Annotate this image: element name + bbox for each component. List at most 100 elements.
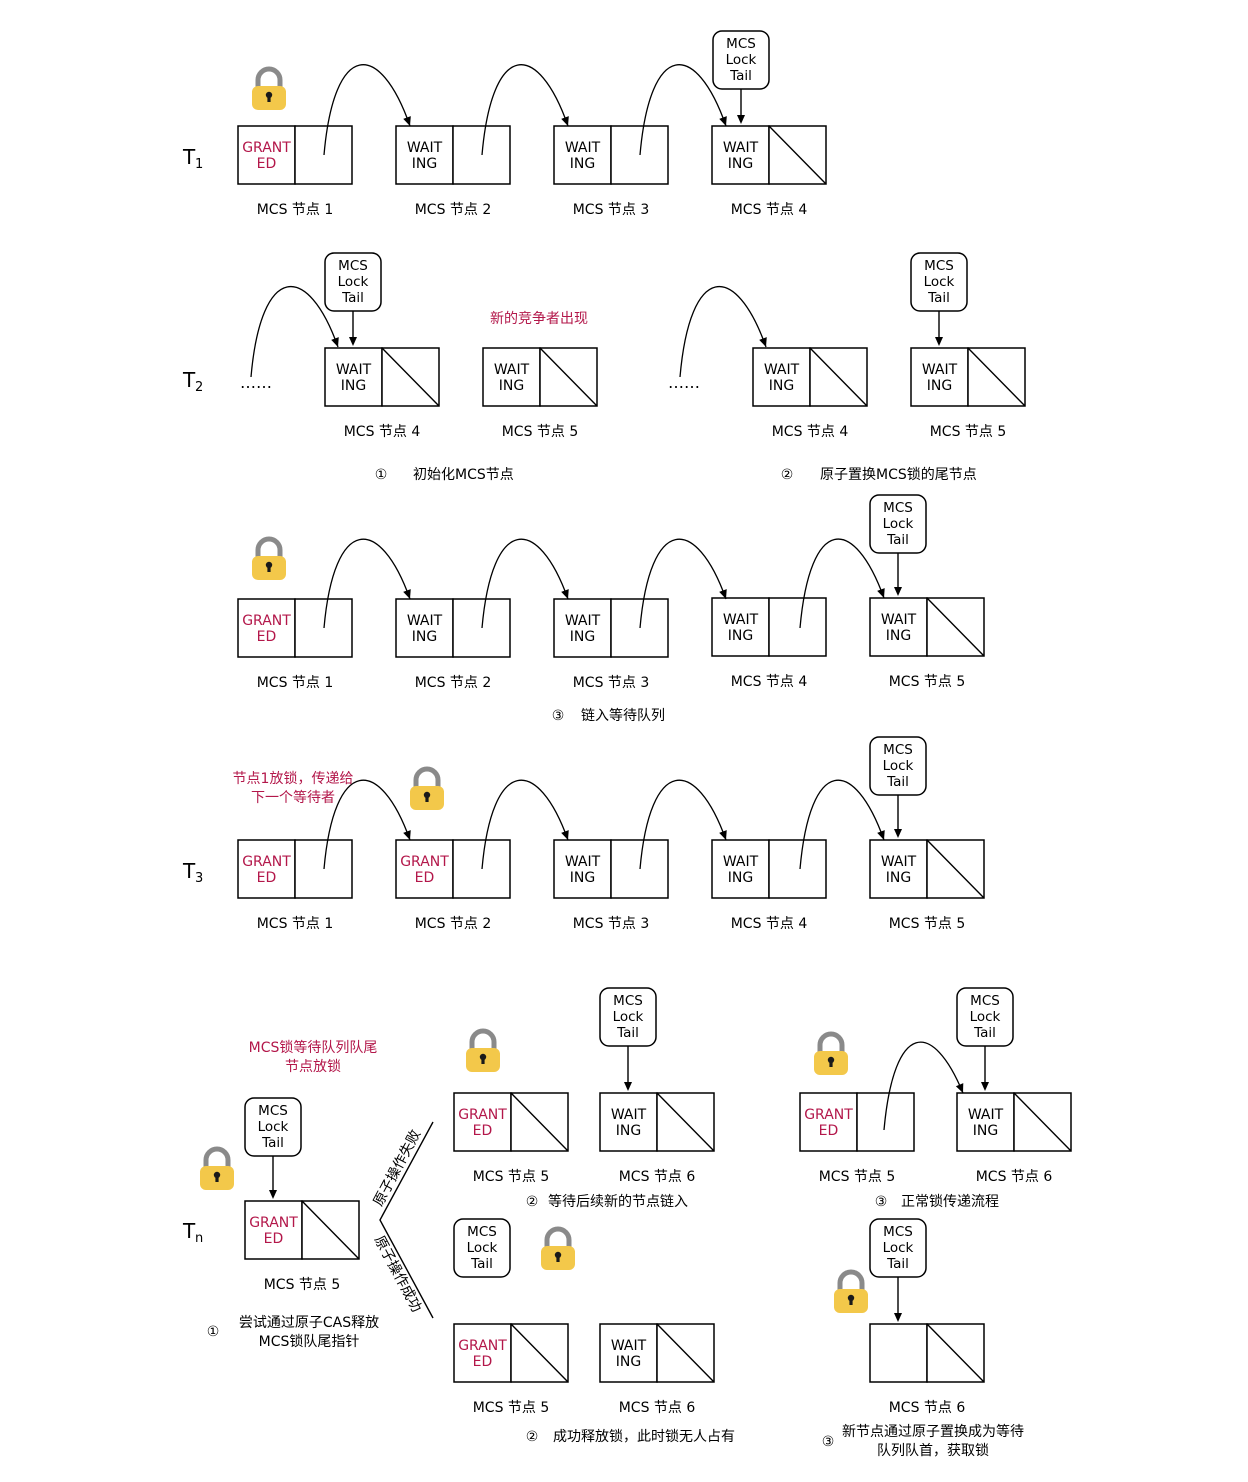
tail-line-1: MCS: [883, 1224, 913, 1240]
node-state-cell: [395, 839, 454, 899]
null-pointer-slash: [301, 1200, 360, 1260]
step-number: ③: [875, 1194, 888, 1210]
branch-lines: [379, 1121, 434, 1319]
node-state-line-1: WAIT: [565, 613, 601, 629]
node-state-line-1: WAIT: [611, 1107, 647, 1123]
arrowhead-icon: [877, 588, 885, 598]
time-subscript: 3: [195, 871, 203, 886]
node-state-line-1: WAIT: [565, 140, 601, 156]
node-state-cell: [482, 347, 541, 407]
tail-line-2: Lock: [970, 1009, 1001, 1025]
step-number: ①: [207, 1324, 220, 1340]
step-number: ③: [822, 1434, 835, 1450]
node-state-line-2: ING: [728, 628, 753, 644]
node-label: MCS 节点 4: [731, 674, 808, 690]
link-curve: [639, 538, 727, 629]
node-next-cell: [294, 125, 353, 185]
node-state-cell: [237, 839, 296, 899]
step-caption-line-1: 尝试通过原子CAS释放: [239, 1315, 379, 1331]
node-state-line-2: ING: [616, 1123, 641, 1139]
node-state-line-2: ING: [769, 378, 794, 394]
node-state-cell: [553, 839, 612, 899]
step-number: ②: [526, 1429, 539, 1445]
node-state-line-1: WAIT: [968, 1107, 1004, 1123]
node-label: MCS 节点 1: [257, 916, 334, 932]
tail-line-2: Lock: [883, 758, 914, 774]
arrowhead-icon: [935, 337, 943, 346]
link-curve: [481, 779, 569, 870]
node-state-line-2: ED: [257, 629, 277, 645]
node-state-cell: [711, 597, 770, 657]
node-label: MCS 节点 3: [573, 916, 650, 932]
node-next-cell: [452, 839, 511, 899]
node-next-cell: [610, 125, 669, 185]
padlock-icon: [466, 1028, 500, 1072]
null-pointer-slash: [381, 347, 440, 407]
node-state-line-1: WAIT: [336, 362, 372, 378]
link-curve: [250, 286, 339, 378]
node-label: MCS 节点 6: [619, 1400, 696, 1416]
node-state-line-2: ED: [473, 1354, 493, 1370]
mcs-node-6-new-head: MCS 节点 6: [869, 1323, 985, 1416]
node-state-cell: [453, 1092, 512, 1152]
node-state-cell: [711, 839, 770, 899]
node-label: MCS 节点 2: [415, 202, 492, 218]
time-subscript: n: [195, 1231, 203, 1246]
time-label: T: [182, 368, 196, 392]
ellipsis: ……: [240, 373, 272, 392]
arrowhead-icon: [403, 830, 411, 840]
next-link-arrow: [481, 779, 569, 870]
padlock-icon: [200, 1146, 234, 1190]
node-label: MCS 节点 5: [889, 674, 966, 690]
node-state-line-1: WAIT: [565, 854, 601, 870]
step-caption: 等待后续新的节点链入: [548, 1193, 688, 1210]
release-note-line-2: 下一个等待者: [251, 789, 335, 806]
step-number: ②: [526, 1194, 539, 1210]
tail-line-2: Lock: [726, 52, 757, 68]
null-pointer-slash: [768, 125, 827, 185]
link-curve: [679, 286, 767, 378]
step-caption: 成功释放锁，此时锁无人占有: [553, 1429, 735, 1445]
node-state-line-2: ED: [264, 1231, 284, 1247]
node-state-cell: [553, 598, 612, 658]
tail-line-1: MCS: [467, 1224, 497, 1240]
new-contender-label: 新的竞争者出现: [490, 310, 588, 327]
step-caption-line-2: 队列队首，获取锁: [877, 1443, 989, 1459]
node-state-line-2: ING: [616, 1354, 641, 1370]
arrowhead-icon: [719, 830, 727, 840]
node-state-line-2: ING: [570, 156, 595, 172]
time-subscript: 1: [195, 157, 203, 172]
null-pointer-slash: [1013, 1092, 1072, 1152]
step-caption: 原子置换MCS锁的尾节点: [820, 466, 977, 483]
tail-box: [453, 1218, 511, 1278]
node-state-cell: [553, 125, 612, 185]
padlock-icon: [410, 766, 444, 810]
null-pointer-slash: [510, 1323, 569, 1383]
node-state-line-1: GRANT: [242, 613, 291, 629]
link-curve: [639, 779, 727, 870]
step-caption-line-2: MCS锁队尾指针: [259, 1334, 360, 1350]
node-state-line-2: ING: [412, 156, 437, 172]
node-label: MCS 节点 5: [264, 1277, 341, 1293]
step-number: ③: [552, 708, 565, 724]
arrowhead-icon: [759, 337, 767, 347]
node-label: MCS 节点 4: [772, 424, 849, 440]
node-state-cell: [324, 347, 383, 407]
node-label: MCS 节点 5: [473, 1400, 550, 1416]
node-label: MCS 节点 5: [819, 1169, 896, 1185]
step-caption: 初始化MCS节点: [413, 466, 514, 483]
node-label: MCS 节点 4: [731, 916, 808, 932]
node-state-cell: [956, 1092, 1015, 1152]
node-label: MCS 节点 2: [415, 675, 492, 691]
